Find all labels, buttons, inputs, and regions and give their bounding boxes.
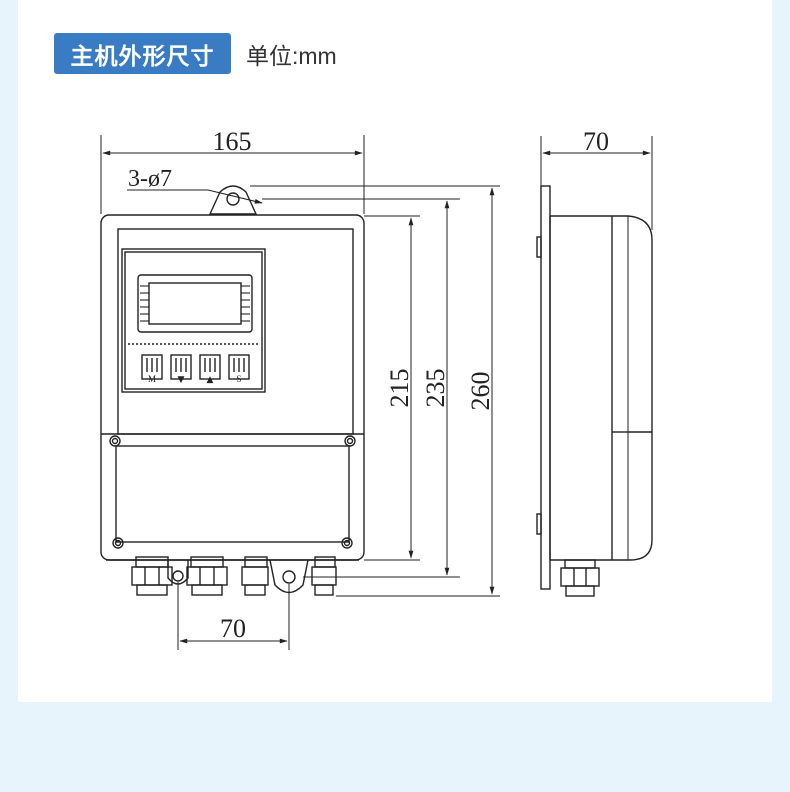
key-down-label: ▼	[178, 375, 185, 385]
depth-dimension-label: 70	[583, 127, 609, 156]
side-housing	[549, 215, 653, 561]
key-down-button	[170, 354, 192, 380]
unit-label: 单位:mm	[246, 43, 337, 69]
width-dimension-label: 165	[213, 127, 252, 156]
dimension-lines	[100, 135, 653, 650]
screw-icon	[341, 537, 353, 549]
key-up-button	[199, 354, 221, 380]
cable-gland	[241, 556, 269, 596]
terminal-cover	[115, 445, 350, 543]
top-mounting-lug	[208, 185, 258, 215]
key-up-label: ▲	[207, 375, 214, 385]
height-235-label: 235	[421, 369, 450, 408]
cable-gland	[131, 556, 173, 596]
bottom-spacing-label: 70	[220, 614, 246, 643]
cable-gland	[186, 556, 228, 596]
screw-icon	[109, 435, 121, 447]
key-s-button	[228, 354, 250, 380]
side-view	[536, 185, 653, 597]
height-215-label: 215	[385, 369, 414, 408]
key-m-label: M	[148, 374, 156, 384]
display-panel	[121, 248, 266, 393]
lcd-window	[137, 274, 253, 333]
section-title-badge: 主机外形尺寸	[54, 33, 231, 74]
height-260-label: 260	[466, 372, 495, 411]
screw-icon	[112, 537, 124, 549]
hole-note-label: 3-ø7	[128, 166, 172, 192]
cable-gland	[560, 559, 600, 597]
mounting-plate	[540, 185, 551, 590]
cable-gland	[311, 556, 337, 596]
screw-icon	[344, 435, 356, 447]
key-m-button	[141, 354, 163, 380]
key-s-label: S	[236, 374, 241, 384]
front-housing	[100, 214, 365, 561]
front-view	[100, 185, 365, 596]
top-mount-hole	[226, 192, 240, 206]
